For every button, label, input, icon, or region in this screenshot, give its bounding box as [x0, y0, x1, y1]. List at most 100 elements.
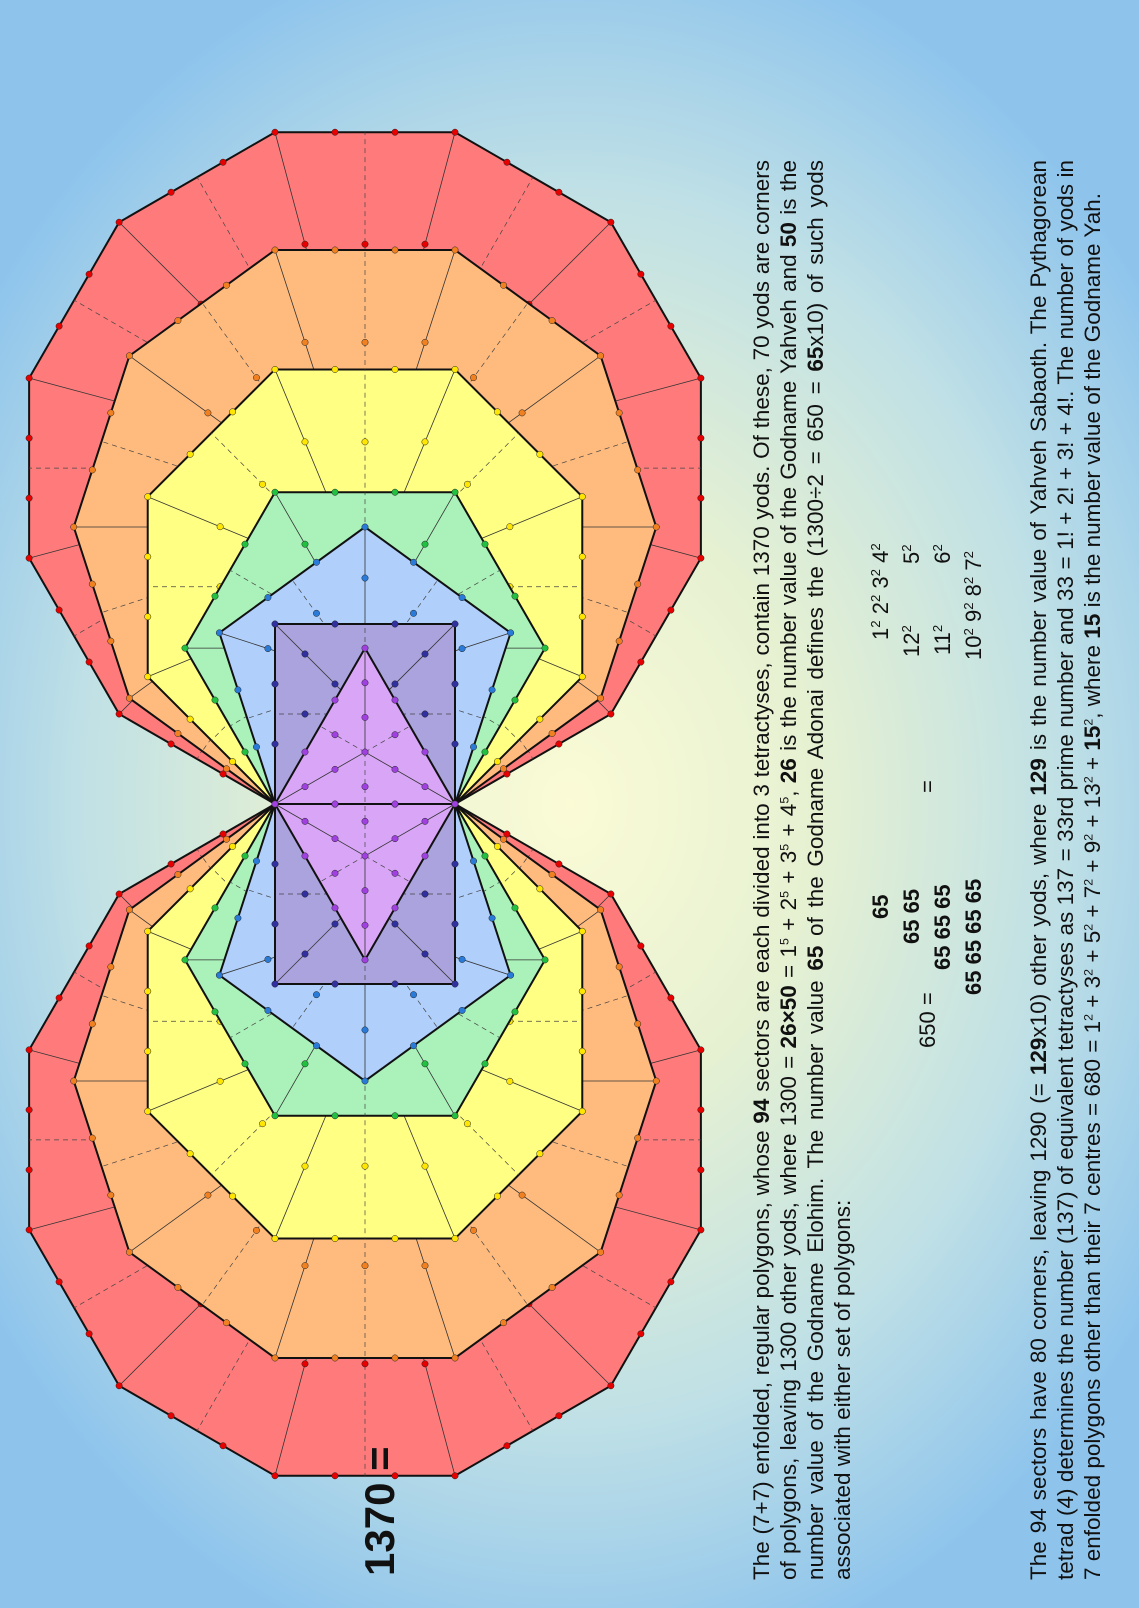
yod: [500, 836, 506, 842]
yod: [26, 555, 32, 561]
yod: [494, 409, 500, 415]
yod: [410, 559, 416, 565]
yod: [362, 818, 368, 824]
yod: [71, 524, 77, 530]
yod: [504, 159, 510, 165]
yod: [507, 972, 513, 978]
left-polygon-set: [26, 801, 704, 1479]
yod: [470, 858, 476, 864]
text: of the Godname Adonai defines the (1300÷…: [803, 372, 828, 946]
yod: [272, 1355, 278, 1361]
yod: [616, 1192, 622, 1198]
yod: [512, 697, 518, 703]
yod: [482, 749, 488, 755]
yod: [175, 730, 181, 736]
yod: [362, 645, 368, 651]
yod: [616, 638, 622, 644]
text: + 9: [1080, 841, 1105, 879]
yod: [422, 1061, 428, 1067]
text: + 4: [776, 804, 801, 844]
yod: [635, 1135, 641, 1141]
yod: [126, 1249, 132, 1255]
yod: [116, 711, 122, 717]
yod: [422, 339, 428, 345]
yod: [56, 1279, 62, 1285]
yod: [313, 559, 319, 565]
bold-number: 129: [1026, 1038, 1051, 1076]
yod: [422, 1361, 428, 1367]
yod: [422, 749, 428, 755]
yod: [635, 1021, 641, 1027]
yod: [549, 317, 555, 323]
yod: [253, 744, 259, 750]
yod: [89, 467, 95, 473]
yod: [108, 964, 114, 970]
yod: [332, 1113, 338, 1119]
exponent: 2: [1082, 879, 1096, 886]
yod: [489, 915, 495, 921]
bold-number: 65: [803, 347, 828, 372]
yod: [187, 1151, 193, 1157]
yod: [597, 695, 603, 701]
yod: [452, 681, 458, 687]
yod: [422, 783, 428, 789]
yod: [504, 1443, 510, 1449]
text: + 2: [776, 898, 801, 938]
yod: [422, 891, 428, 897]
yod: [216, 972, 222, 978]
yod: [89, 1021, 95, 1027]
yod: [452, 861, 458, 867]
squares-row-1: 12 22 32 42: [868, 543, 894, 640]
yod: [253, 858, 259, 864]
yod: [242, 541, 248, 547]
yod: [182, 957, 188, 963]
yod: [635, 581, 641, 587]
yod: [86, 943, 92, 949]
yod: [71, 1078, 77, 1084]
equation-row-3: 65 65 65: [930, 884, 956, 970]
yod: [668, 323, 674, 329]
yod: [26, 435, 32, 441]
yod: [220, 159, 226, 165]
yod: [698, 1107, 704, 1113]
yod: [392, 870, 398, 876]
yod: [519, 1192, 525, 1198]
yod: [362, 957, 368, 963]
yod: [422, 651, 428, 657]
yod: [452, 921, 458, 927]
exponent: 5: [778, 891, 792, 898]
yod: [168, 861, 174, 867]
yod: [272, 801, 278, 807]
yod: [302, 651, 308, 657]
yod: [579, 1108, 585, 1114]
yod: [362, 524, 368, 530]
yod: [216, 630, 222, 636]
yod: [556, 741, 562, 747]
yod: [223, 282, 229, 288]
yod: [452, 366, 458, 372]
text: + 13: [1080, 783, 1105, 834]
yod: [392, 1355, 398, 1361]
yod: [616, 964, 622, 970]
yod: [579, 494, 585, 500]
yod: [500, 1320, 506, 1326]
yod: [145, 1048, 151, 1054]
yod: [668, 995, 674, 1001]
right-polygon-set: [26, 129, 704, 807]
yod: [459, 956, 465, 962]
yod: [302, 241, 308, 247]
bold-number: 129: [1026, 758, 1051, 796]
yod: [332, 247, 338, 253]
equation-row-4: 65 65 65 65: [961, 879, 987, 995]
yod: [392, 921, 398, 927]
yod: [26, 1227, 32, 1233]
equation-block: 650 = 65 65 65 65 65 65 65 65 65 65 = 12…: [868, 398, 998, 1048]
yod: [272, 861, 278, 867]
text: = 1: [776, 945, 801, 985]
squares-row-2: 122 52: [899, 544, 925, 657]
yod: [259, 1121, 265, 1127]
yod: [579, 988, 585, 994]
yod: [362, 922, 368, 928]
equation-lhs: 650 =: [915, 992, 941, 1048]
